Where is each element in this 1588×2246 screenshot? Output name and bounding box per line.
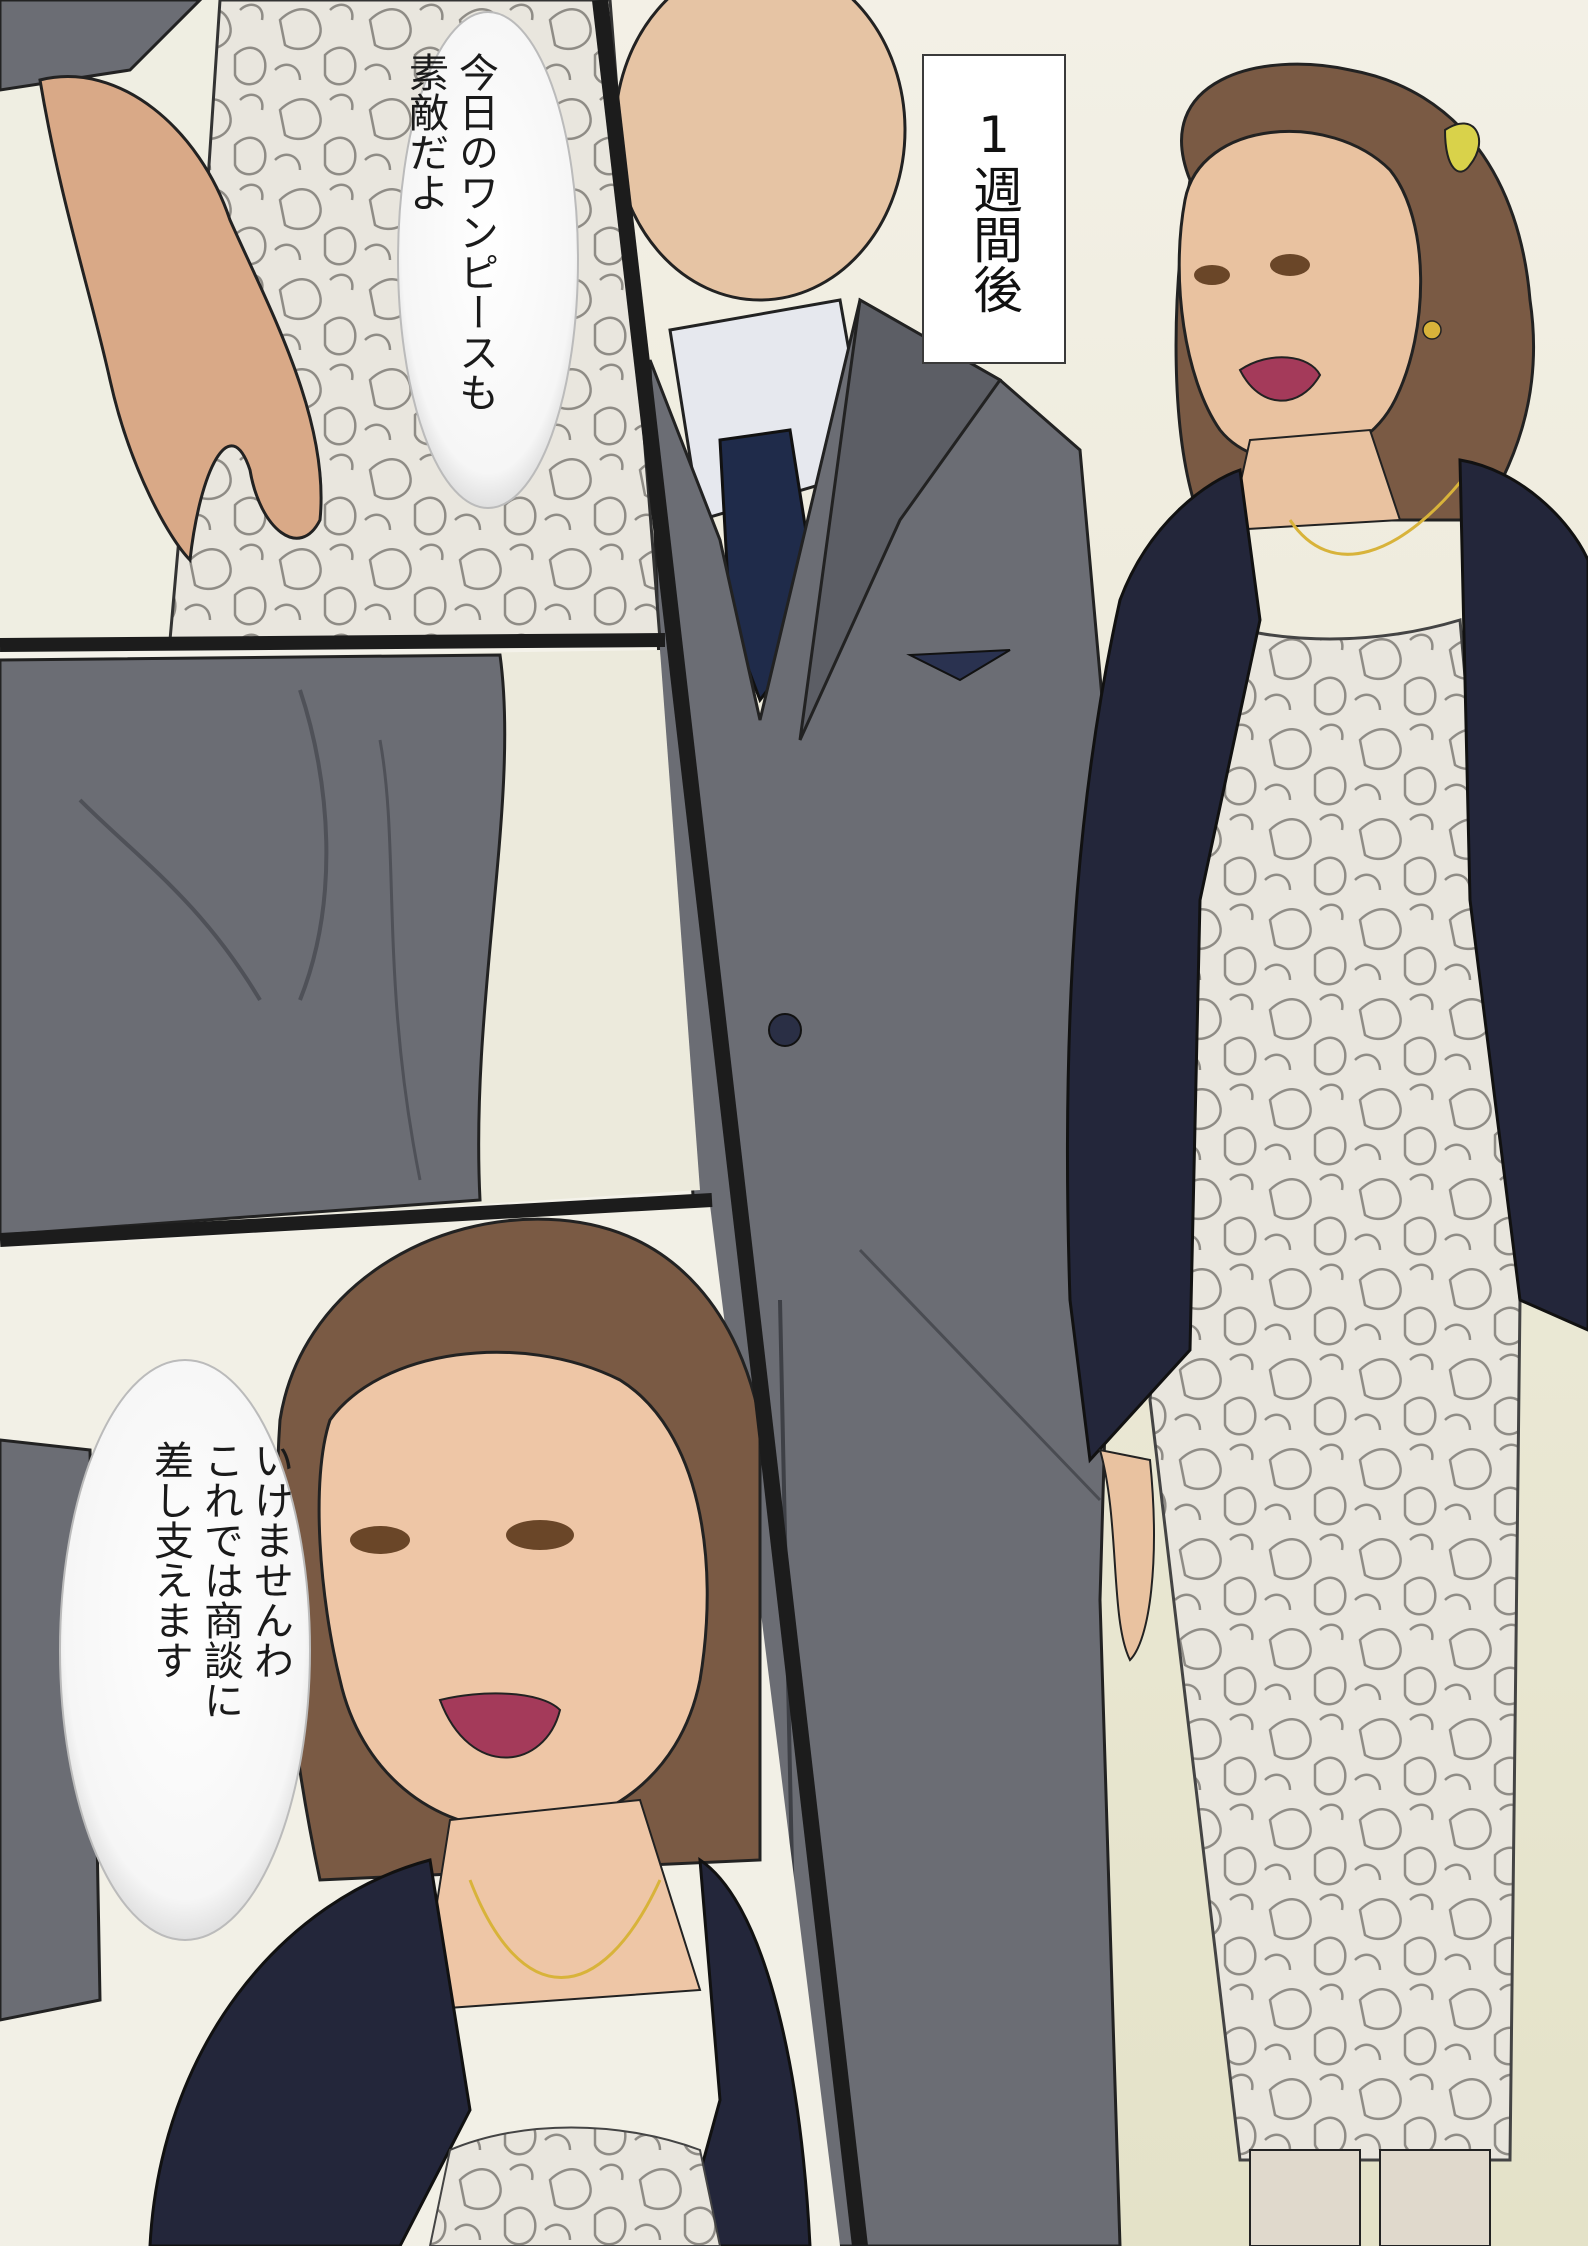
caption-text: 1週間後 <box>965 106 1023 314</box>
speech-bubble-icon <box>59 11 579 1941</box>
speech-bubble-2-text: いけませんわ これでは商談に 差し支えます <box>145 1440 295 1720</box>
speech-bubble-2-line-1: いけませんわ <box>247 1440 293 1680</box>
speech-bubble-2-line-3: 差し支えます <box>147 1440 193 1680</box>
caption-box: 1週間後 <box>922 54 1066 364</box>
speech-bubble-2-line-2: これでは商談に <box>197 1440 243 1720</box>
speech-bubble-1-line-2: 素敵だよ <box>402 52 448 212</box>
speech-bubble-1-line-1: 今日のワンピースも <box>452 52 498 412</box>
panel-border-icon <box>0 0 868 2246</box>
panel-middle-left <box>0 650 700 1237</box>
speech-bubble-1-text: 今日のワンピースも 素敵だよ <box>400 52 500 412</box>
panel-right <box>600 0 1588 2246</box>
